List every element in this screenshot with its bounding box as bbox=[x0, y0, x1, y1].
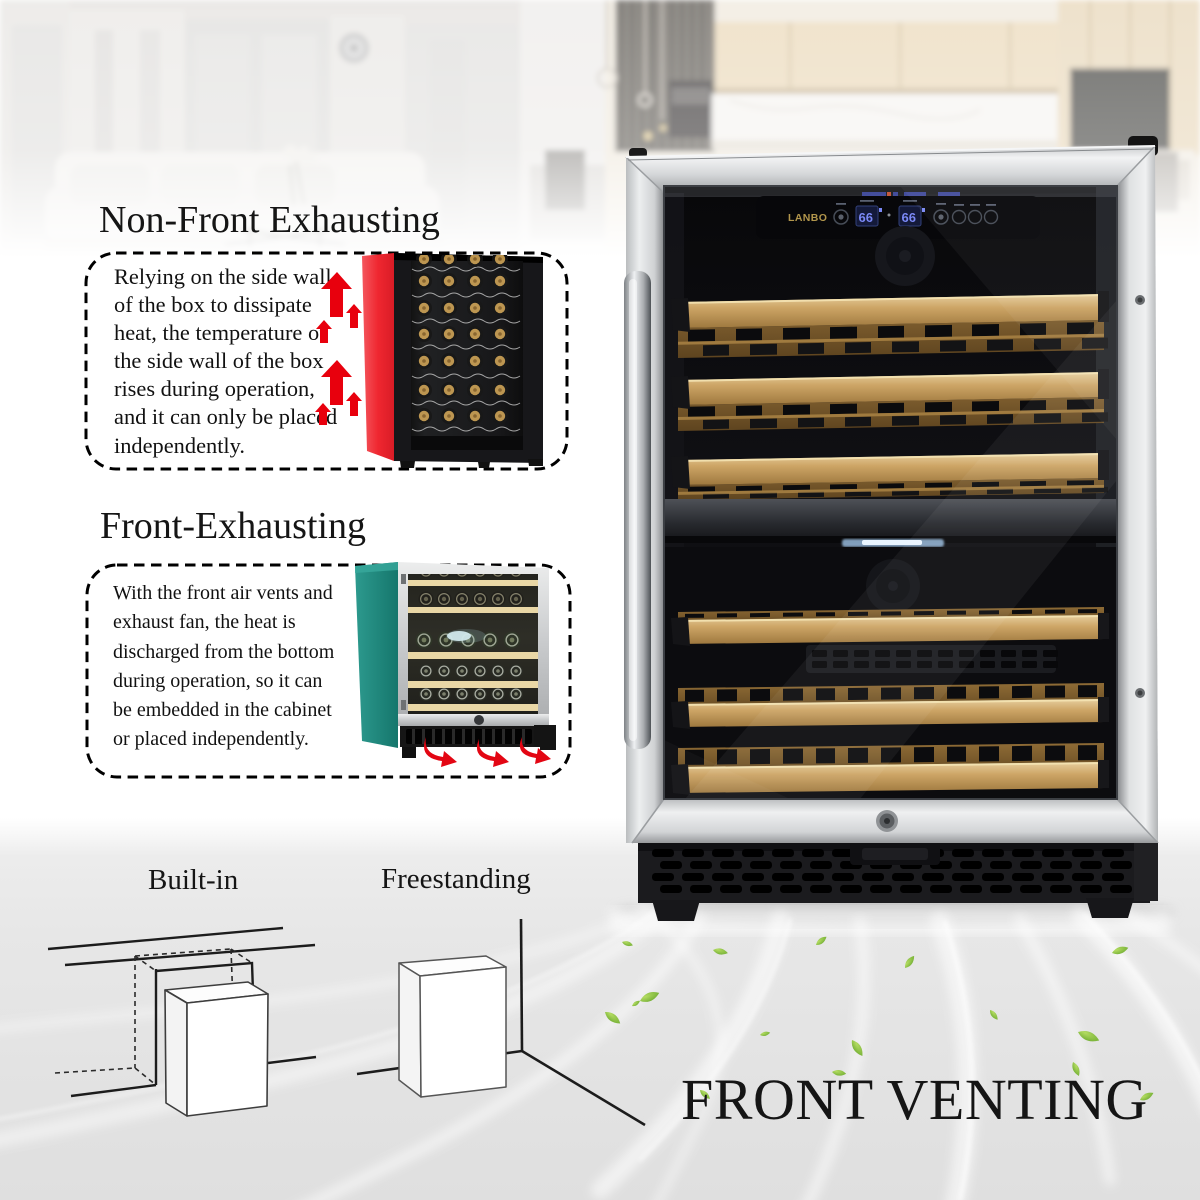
svg-text:LANBO: LANBO bbox=[788, 212, 827, 224]
svg-text:66: 66 bbox=[902, 210, 916, 225]
svg-text:66: 66 bbox=[859, 210, 873, 225]
